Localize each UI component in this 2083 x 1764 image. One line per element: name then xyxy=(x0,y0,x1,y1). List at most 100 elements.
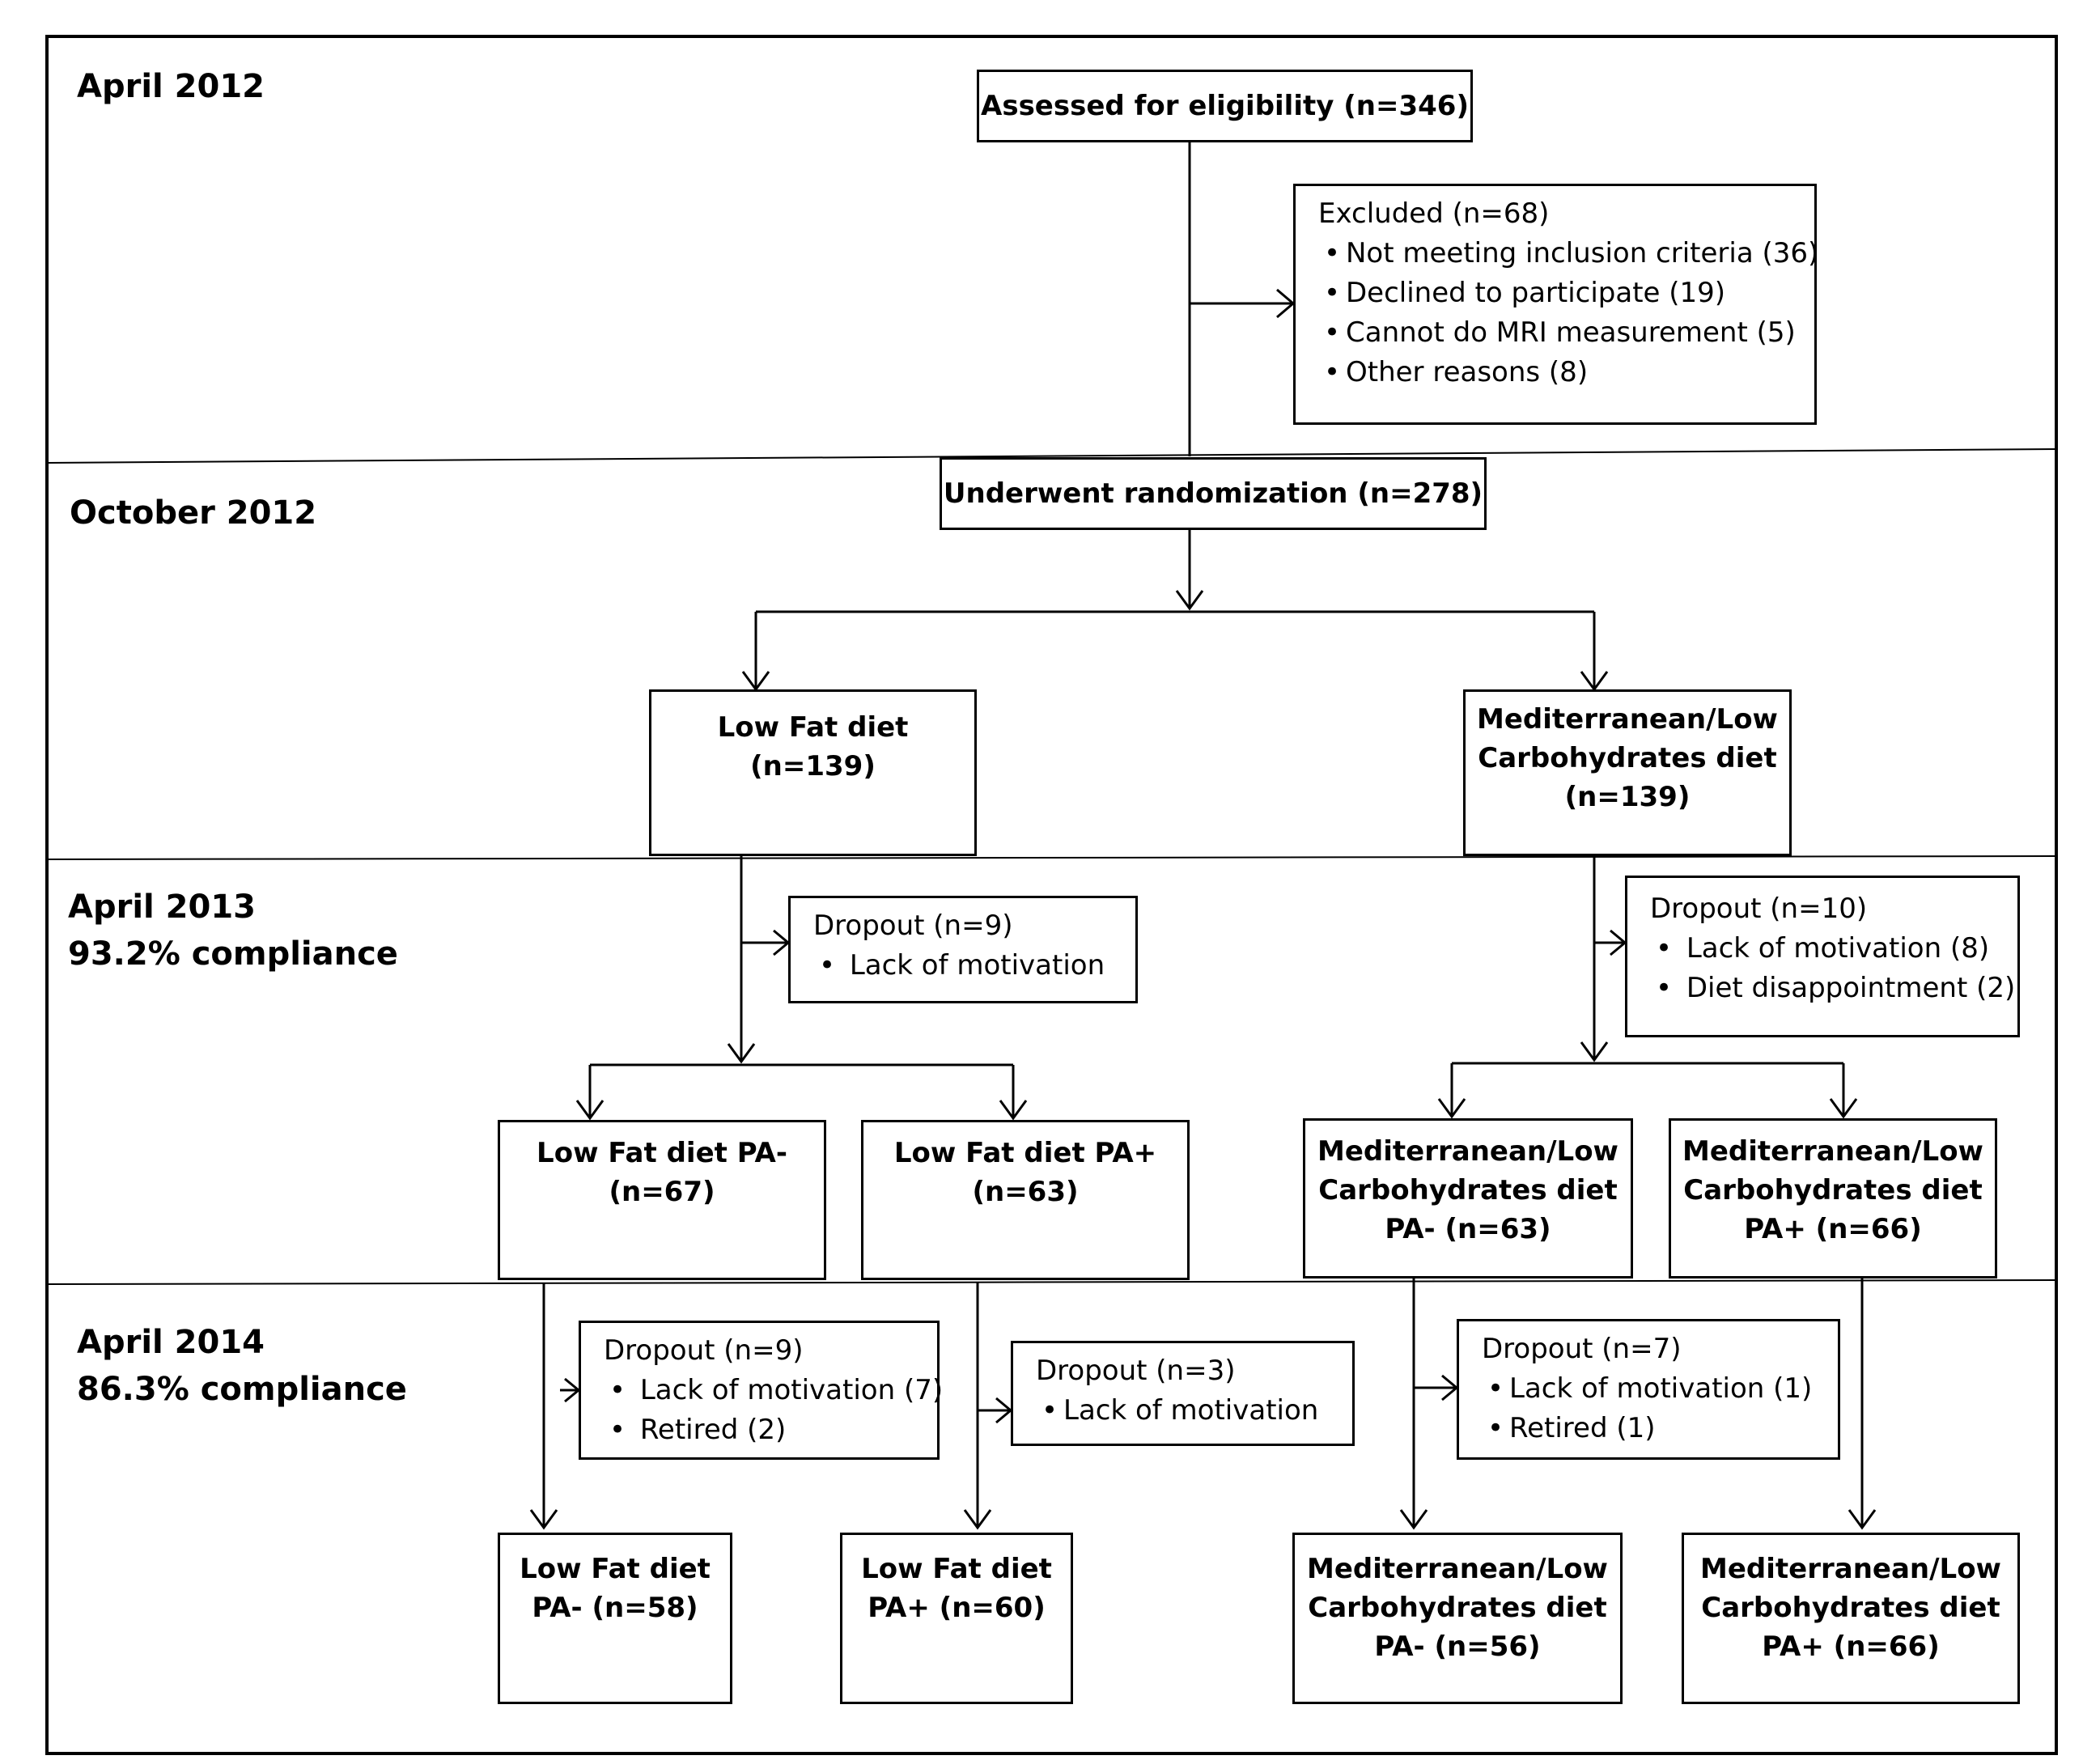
node-mediterranean-pa-plus: Mediterranean/Low Carbohydrates diet PA+… xyxy=(1669,1118,1997,1278)
exclusion-item: •Cannot do MRI measurement (5) xyxy=(1318,313,1796,353)
node-count: PA- (n=63) xyxy=(1385,1213,1551,1245)
box-dropout-low-fat-pa-minus-2014: Dropout (n=9) • Lack of motivation (7) •… xyxy=(579,1321,943,1460)
item-text: Lack of motivation (1) xyxy=(1509,1372,1813,1405)
dropout-title: Dropout (n=3) xyxy=(1036,1355,1236,1387)
item-text: Lack of motivation xyxy=(1063,1394,1319,1427)
bullet-icon: • xyxy=(609,1374,626,1406)
node-count: PA- (n=58) xyxy=(532,1592,698,1624)
dropout-item: • Lack of motivation xyxy=(813,946,1113,986)
dropout-item: • Lack of motivation (7) xyxy=(604,1371,943,1410)
node-text: Low Fat diet xyxy=(717,711,909,744)
node-text: Mediterranean/Low xyxy=(1317,1135,1618,1168)
divider-3 xyxy=(46,1279,2057,1285)
bullet-icon: • xyxy=(1323,316,1341,349)
item-text: Retired (2) xyxy=(639,1414,787,1446)
item-text: Retired (1) xyxy=(1509,1412,1656,1444)
bullet-icon: • xyxy=(1041,1394,1058,1427)
node-mediterranean-pa-minus-final: Mediterranean/Low Carbohydrates diet PA-… xyxy=(1292,1533,1623,1704)
item-text: Declined to participate (19) xyxy=(1346,277,1726,309)
node-text: Low Fat diet xyxy=(520,1553,711,1585)
bullet-icon: • xyxy=(609,1414,626,1446)
dropout-item: •Retired (1) xyxy=(1482,1409,1815,1448)
item-text: Lack of motivation xyxy=(849,949,1105,982)
item-text: Lack of motivation (7) xyxy=(639,1374,944,1406)
node-mediterranean-pa-minus: Mediterranean/Low Carbohydrates diet PA-… xyxy=(1303,1118,1633,1278)
outer-frame xyxy=(45,35,2058,1755)
node-text: Carbohydrates diet xyxy=(1683,1174,1983,1206)
period-april-2014: April 2014 86.3% compliance xyxy=(77,1319,407,1413)
exclusion-item: •Other reasons (8) xyxy=(1318,353,1792,392)
node-count: PA- (n=56) xyxy=(1374,1630,1541,1663)
bullet-icon: • xyxy=(1323,237,1341,269)
node-text: Mediterranean/Low xyxy=(1477,703,1778,736)
node-text: Low Fat diet PA- xyxy=(537,1137,787,1169)
node-text: Low Fat diet xyxy=(861,1553,1052,1585)
node-count: PA+ (n=60) xyxy=(868,1592,1046,1624)
dropout-item: • Lack of motivation (8) xyxy=(1650,929,1995,969)
bullet-icon: • xyxy=(1487,1372,1504,1405)
item-text: Not meeting inclusion criteria (36) xyxy=(1346,237,1819,269)
node-mediterranean: Mediterranean/Low Carbohydrates diet (n=… xyxy=(1463,689,1792,856)
dropout-item: •Lack of motivation (1) xyxy=(1482,1369,1815,1409)
node-low-fat-pa-plus-final: Low Fat diet PA+ (n=60) xyxy=(840,1533,1073,1704)
dropout-title: Dropout (n=9) xyxy=(813,910,1013,942)
period-label: April 2014 xyxy=(77,1324,265,1361)
dropout-title: Dropout (n=10) xyxy=(1650,893,1868,925)
node-text: Mediterranean/Low xyxy=(1682,1135,1983,1168)
node-text: Carbohydrates diet xyxy=(1478,742,1777,774)
period-april-2013: April 2013 93.2% compliance xyxy=(68,884,398,977)
node-text: Carbohydrates diet xyxy=(1308,1592,1607,1624)
bullet-icon: • xyxy=(1655,972,1673,1004)
excluded-title: Excluded (n=68) xyxy=(1318,197,1550,230)
period-label: October 2012 xyxy=(70,494,317,532)
divider-1 xyxy=(46,448,2057,464)
divider-2 xyxy=(46,855,2057,860)
node-text: Assessed for eligibility (n=346) xyxy=(981,90,1469,122)
dropout-title: Dropout (n=7) xyxy=(1482,1333,1682,1365)
node-assessed: Assessed for eligibility (n=346) xyxy=(977,70,1473,142)
bullet-icon: • xyxy=(1655,932,1673,965)
node-count: (n=139) xyxy=(1564,781,1691,813)
dropout-item: • Retired (2) xyxy=(604,1410,914,1450)
period-april-2012: April 2012 xyxy=(77,63,265,110)
node-mediterranean-pa-plus-final: Mediterranean/Low Carbohydrates diet PA+… xyxy=(1682,1533,2020,1704)
period-label: April 2012 xyxy=(77,68,265,105)
node-text: Carbohydrates diet xyxy=(1318,1174,1618,1206)
period-october-2012: October 2012 xyxy=(70,490,316,536)
period-compliance: 86.3% compliance xyxy=(77,1371,407,1408)
box-excluded: Excluded (n=68) •Not meeting inclusion c… xyxy=(1293,184,1818,425)
node-text: Mediterranean/Low xyxy=(1700,1553,2001,1585)
period-compliance: 93.2% compliance xyxy=(68,935,398,973)
node-count: (n=67) xyxy=(609,1176,715,1208)
box-dropout-low-fat-pa-plus-2014: Dropout (n=3) •Lack of motivation xyxy=(1011,1341,1355,1446)
period-label: April 2013 xyxy=(68,888,256,926)
node-text: Carbohydrates diet xyxy=(1701,1592,2000,1624)
node-count: (n=139) xyxy=(750,750,876,782)
node-randomized: Underwent randomization (n=278) xyxy=(940,457,1487,530)
node-low-fat-pa-minus: Low Fat diet PA- (n=67) xyxy=(498,1120,826,1280)
node-count: PA+ (n=66) xyxy=(1744,1213,1922,1245)
node-text: Mediterranean/Low xyxy=(1307,1553,1608,1585)
box-dropout-mediterranean-2014: Dropout (n=7) •Lack of motivation (1) •R… xyxy=(1457,1319,1840,1460)
node-text: Underwent randomization (n=278) xyxy=(943,477,1483,510)
item-text: Lack of motivation (8) xyxy=(1686,932,1990,965)
bullet-icon: • xyxy=(818,949,836,982)
box-dropout-low-fat-2013: Dropout (n=9) • Lack of motivation xyxy=(788,896,1138,1003)
exclusion-item: •Not meeting inclusion criteria (36) xyxy=(1318,234,1818,274)
node-low-fat: Low Fat diet (n=139) xyxy=(649,689,977,856)
bullet-icon: • xyxy=(1487,1412,1504,1444)
bullet-icon: • xyxy=(1323,356,1341,388)
dropout-item: • Diet disappointment (2) xyxy=(1650,969,2015,1008)
node-low-fat-pa-minus-final: Low Fat diet PA- (n=58) xyxy=(498,1533,732,1704)
item-text: Cannot do MRI measurement (5) xyxy=(1346,316,1796,349)
dropout-item: •Lack of motivation xyxy=(1036,1391,1330,1431)
node-count: (n=63) xyxy=(972,1176,1079,1208)
item-text: Other reasons (8) xyxy=(1346,356,1589,388)
exclusion-item: •Declined to participate (19) xyxy=(1318,274,1792,313)
node-count: PA+ (n=66) xyxy=(1762,1630,1940,1663)
node-low-fat-pa-plus: Low Fat diet PA+ (n=63) xyxy=(861,1120,1190,1280)
item-text: Diet disappointment (2) xyxy=(1686,972,2016,1004)
bullet-icon: • xyxy=(1323,277,1341,309)
